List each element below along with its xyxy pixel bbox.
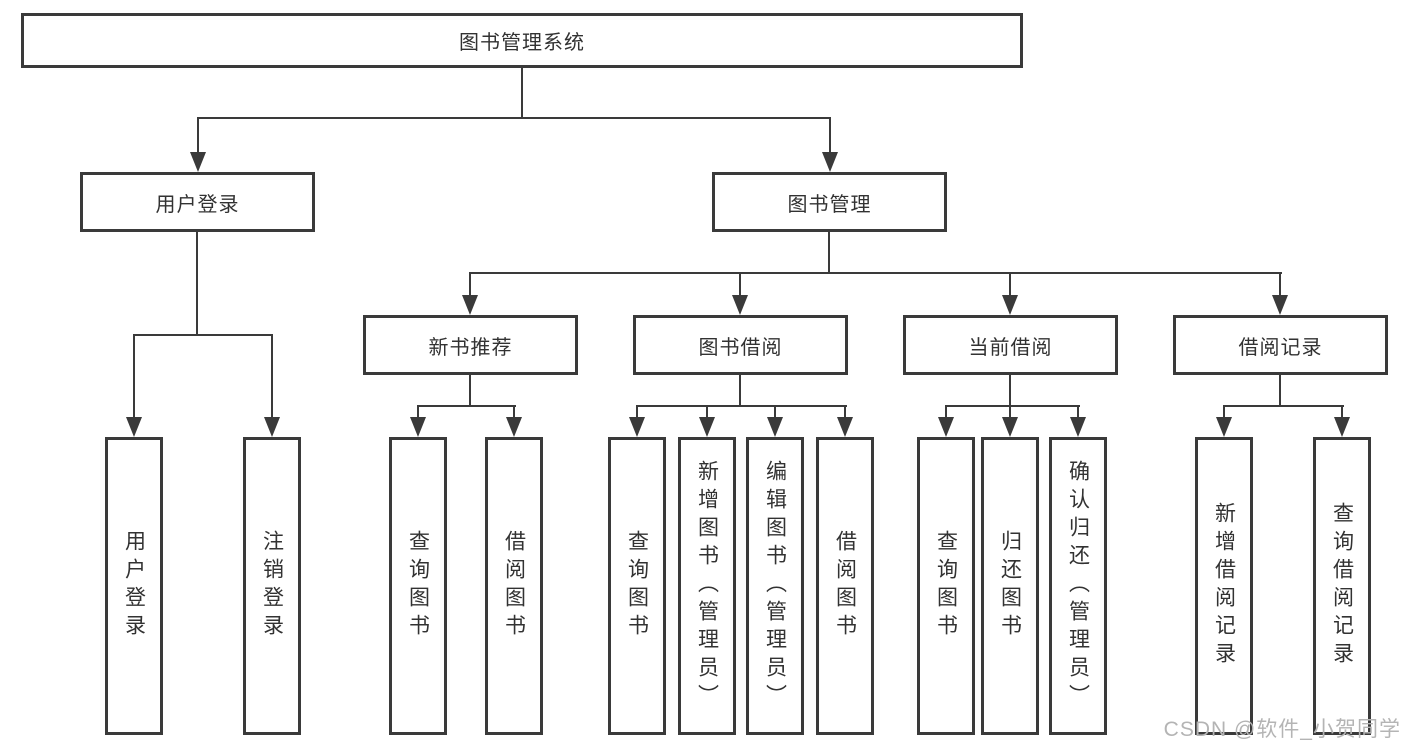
leaf-return-books-label: 归还图书 [998, 530, 1022, 642]
leaf-add-borrow-record-label: 新增借阅记录 [1212, 502, 1236, 670]
connector-drop-leaf [1341, 405, 1343, 419]
connector-drop-leaf [1223, 405, 1225, 419]
connector-borrowrecords-rail [1223, 405, 1344, 407]
node-book-management-label: 图书管理 [787, 193, 872, 216]
leaf-add-books-admin: 新增图书（管理员） [678, 437, 736, 735]
leaf-query-borrow-record: 查询借阅记录 [1313, 437, 1371, 735]
arrow-down-icon [837, 417, 853, 437]
connector-bookborrow-stem [739, 375, 741, 406]
connector-drop-leaf [417, 405, 419, 419]
leaf-borrow-borrow-books-label: 借阅图书 [833, 530, 857, 642]
arrow-down-icon [938, 417, 954, 437]
leaf-edit-books-admin: 编辑图书（管理员） [746, 437, 804, 735]
node-user-login-label: 用户登录 [155, 193, 240, 216]
connector-drop-leaf [1077, 405, 1079, 419]
connector-drop-current-borrow [1009, 272, 1011, 297]
arrow-down-icon [822, 152, 838, 172]
leaf-user-login: 用户登录 [105, 437, 163, 735]
connector-newbook-stem [469, 375, 471, 406]
connector-drop-leaf [133, 334, 135, 419]
connector-drop-leaf [1009, 405, 1011, 419]
node-borrow-records: 借阅记录 [1173, 315, 1388, 375]
connector-drop-leaf [706, 405, 708, 419]
node-book-borrow: 图书借阅 [633, 315, 848, 375]
connector-bookborrow-rail [636, 405, 847, 407]
connector-root-stem [521, 68, 523, 118]
arrow-down-icon [126, 417, 142, 437]
leaf-current-query-books-label: 查询图书 [934, 530, 958, 642]
leaf-user-login-label: 用户登录 [122, 530, 146, 642]
leaf-query-borrow-record-label: 查询借阅记录 [1330, 502, 1354, 670]
node-root-label: 图书管理系统 [459, 32, 585, 54]
arrow-down-icon [506, 417, 522, 437]
leaf-add-borrow-record: 新增借阅记录 [1195, 437, 1253, 735]
node-root: 图书管理系统 [21, 13, 1023, 68]
csdn-watermark: CSDN @软件_小贺同学 [1163, 718, 1401, 741]
node-current-borrow-label: 当前借阅 [968, 336, 1053, 359]
arrow-down-icon [1002, 417, 1018, 437]
connector-drop-leaf [271, 334, 273, 419]
arrow-down-icon [1002, 295, 1018, 315]
connector-currentborrow-rail [945, 405, 1080, 407]
leaf-newbook-query-books-label: 查询图书 [406, 530, 430, 642]
arrow-down-icon [699, 417, 715, 437]
arrow-down-icon [410, 417, 426, 437]
connector-drop-new-book [469, 272, 471, 297]
leaf-newbook-borrow-books-label: 借阅图书 [502, 530, 526, 642]
leaf-edit-books-admin-label: 编辑图书（管理员） [763, 460, 787, 712]
node-user-login: 用户登录 [80, 172, 315, 232]
connector-user-stem [196, 232, 198, 335]
connector-drop-leaf [513, 405, 515, 419]
node-new-book-recommend-label: 新书推荐 [428, 336, 513, 359]
connector-drop-book-borrow [739, 272, 741, 297]
arrow-down-icon [767, 417, 783, 437]
leaf-borrow-borrow-books: 借阅图书 [816, 437, 874, 735]
connector-drop-leaf [945, 405, 947, 419]
node-new-book-recommend: 新书推荐 [363, 315, 578, 375]
connector-root-rail [197, 117, 831, 119]
leaf-logout-label: 注销登录 [260, 530, 284, 642]
connector-drop-book-management [829, 117, 831, 156]
leaf-return-books: 归还图书 [981, 437, 1039, 735]
connector-newbook-rail [417, 405, 516, 407]
arrow-down-icon [264, 417, 280, 437]
leaf-logout: 注销登录 [243, 437, 301, 735]
connector-drop-user-login [197, 117, 199, 156]
arrow-down-icon [462, 295, 478, 315]
arrow-down-icon [629, 417, 645, 437]
arrow-down-icon [1216, 417, 1232, 437]
connector-drop-borrow-records [1279, 272, 1281, 297]
leaf-add-books-admin-label: 新增图书（管理员） [695, 460, 719, 712]
arrow-down-icon [190, 152, 206, 172]
connector-drop-leaf [636, 405, 638, 419]
leaf-newbook-borrow-books: 借阅图书 [485, 437, 543, 735]
connector-drop-leaf [844, 405, 846, 419]
leaf-confirm-return-admin-label: 确认归还（管理员） [1066, 460, 1090, 712]
node-current-borrow: 当前借阅 [903, 315, 1118, 375]
node-book-management: 图书管理 [712, 172, 947, 232]
arrow-down-icon [1334, 417, 1350, 437]
connector-bookmgmt-stem [828, 232, 830, 274]
connector-currentborrow-stem [1009, 375, 1011, 406]
leaf-borrow-query-books-label: 查询图书 [625, 530, 649, 642]
arrow-down-icon [1070, 417, 1086, 437]
leaf-current-query-books: 查询图书 [917, 437, 975, 735]
leaf-borrow-query-books: 查询图书 [608, 437, 666, 735]
node-borrow-records-label: 借阅记录 [1238, 336, 1323, 359]
connector-drop-leaf [774, 405, 776, 419]
leaf-newbook-query-books: 查询图书 [389, 437, 447, 735]
arrow-down-icon [732, 295, 748, 315]
leaf-confirm-return-admin: 确认归还（管理员） [1049, 437, 1107, 735]
connector-bookmgmt-rail [469, 272, 1282, 274]
connector-borrowrecords-stem [1279, 375, 1281, 406]
node-book-borrow-label: 图书借阅 [698, 336, 783, 359]
arrow-down-icon [1272, 295, 1288, 315]
connector-user-rail [133, 334, 273, 336]
